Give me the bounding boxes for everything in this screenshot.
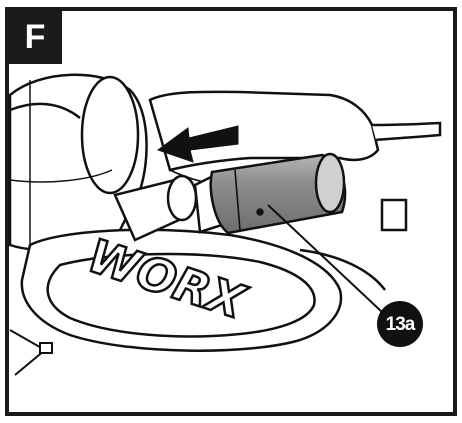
panel-label-badge: F bbox=[8, 10, 62, 64]
part-callout-label: 13a bbox=[385, 313, 416, 335]
part-callout-badge: 13a bbox=[377, 301, 423, 347]
front-roller-detail bbox=[9, 329, 53, 376]
callout-leader-line bbox=[267, 204, 383, 313]
figure-border bbox=[5, 7, 457, 416]
motor-housing bbox=[8, 73, 148, 252]
handle bbox=[148, 90, 442, 190]
belt-frame bbox=[20, 198, 408, 352]
panel-letter: F bbox=[24, 18, 46, 56]
dust-tube bbox=[209, 152, 347, 235]
insert-direction-arrow bbox=[156, 125, 239, 163]
